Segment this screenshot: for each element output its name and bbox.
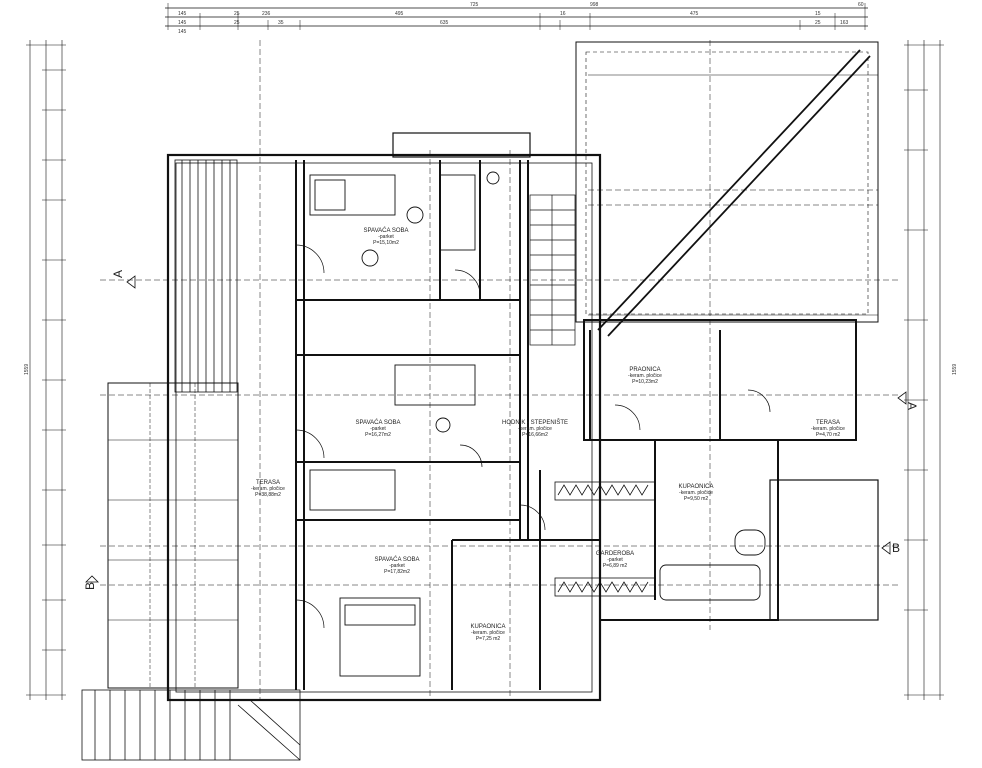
dim-label: 163 [840, 20, 849, 26]
room-label-bedroom-1: SPAVAĆA SOBA -parket P=15,10m2 [363, 227, 408, 246]
room-floor: -keram. pločice [251, 486, 285, 492]
dim-label: 475 [690, 11, 699, 17]
room-floor: -keram. pločice [628, 373, 662, 379]
room-name: GARDEROBA [596, 551, 634, 557]
room-label-bathroom-2: KUPAONICA -keram. pločice P=7,25 m2 [471, 624, 506, 642]
dim-label: 236 [262, 11, 271, 17]
left-dimension-lines [26, 40, 66, 700]
dim-label: 25 [815, 20, 821, 26]
room-name: KUPAONICA [471, 624, 506, 630]
section-b-right-label: B [892, 541, 900, 555]
room-area: P=10,23m2 [632, 379, 658, 385]
room-area: P=6,89 m2 [603, 563, 628, 569]
section-a-right-arrow-icon [897, 391, 907, 405]
room-label-terrace-right: TERASA -keram. pločice P=4,70 m2 [811, 420, 845, 438]
section-markers: A A B B [83, 270, 919, 590]
section-a-left-arrow-icon [126, 275, 136, 289]
doors [295, 244, 771, 629]
right-dimension-lines [904, 40, 944, 700]
entrance-stair [81, 689, 301, 761]
room-floor: -parket [370, 426, 386, 432]
dimension-labels: 998 145 236 725 60 145 25 495 16 475 15 … [24, 2, 958, 375]
dim-label: 15 [815, 11, 821, 17]
room-label-bedroom-2: SPAVAĆA SOBA -parket P=16,27m2 [355, 419, 400, 438]
section-b-left-label: B [83, 582, 97, 590]
room-floor: -keram. pločice [471, 630, 505, 636]
room-label-hallway-stairs: HODNIK - STEPENIŠTE -keram. pločice P=16… [502, 419, 568, 438]
room-name: TERASA [816, 420, 840, 426]
building-outline [166, 132, 879, 702]
room-area: P=16,66m2 [522, 432, 548, 438]
room-name: SPAVAĆA SOBA [374, 556, 419, 563]
section-b-right-arrow-icon [881, 541, 891, 555]
wardrobe-hatching [554, 481, 656, 597]
dim-left-total: 1559 [24, 364, 30, 375]
grid-lines [100, 40, 900, 700]
dim-label: 16 [560, 11, 566, 17]
room-floor: -keram. pločice [811, 426, 845, 432]
top-dimension-lines [165, 3, 868, 30]
dim-label: 145 [178, 11, 187, 17]
dim-label: 145 [178, 20, 187, 26]
left-terrace [107, 382, 239, 689]
room-label-wardrobe: GARDEROBA -parket P=6,89 m2 [596, 551, 634, 569]
room-area: P=7,25 m2 [476, 636, 501, 642]
left-balcony-strip [174, 159, 238, 393]
dim-label: 60 [858, 2, 864, 8]
staircase [529, 194, 576, 346]
section-a-right-label: A [905, 402, 919, 410]
room-area: P=38,88m2 [255, 492, 281, 498]
room-floor: -keram. pločice [518, 426, 552, 432]
room-label-bedroom-3: SPAVAĆA SOBA -parket P=17,82m2 [374, 556, 419, 575]
dim-label: 495 [395, 11, 404, 17]
room-area: P=17,82m2 [384, 569, 410, 575]
furniture [309, 171, 766, 677]
dim-label: 145 [178, 29, 187, 35]
room-name: HODNIK - STEPENIŠTE [502, 419, 568, 426]
dim-label: 35 [278, 20, 284, 26]
dim-label: 725 [470, 2, 479, 8]
roof-outline [575, 41, 879, 337]
room-name: KUPAONICA [679, 484, 714, 490]
room-area: P=16,27m2 [365, 432, 391, 438]
dim-label: 25 [234, 20, 240, 26]
room-floor: -parket [378, 234, 394, 240]
room-label-terrace-left: TERASA -keram. pločice P=38,88m2 [251, 480, 285, 498]
section-b-left-arrow-icon [85, 575, 99, 583]
room-area: P=9,50 m2 [684, 496, 709, 502]
room-floor: -parket [607, 557, 623, 563]
dim-label: 25 [234, 11, 240, 17]
room-name: TERASA [256, 480, 280, 486]
room-name: SPAVAĆA SOBA [363, 227, 408, 234]
dim-label: 635 [440, 20, 449, 26]
room-name: PRAONICA [629, 367, 660, 373]
room-floor: -keram. pločice [679, 490, 713, 496]
room-floor: -parket [389, 563, 405, 569]
room-area: P=15,10m2 [373, 240, 399, 246]
dim-top-total: 998 [590, 2, 599, 8]
room-area: P=4,70 m2 [816, 432, 841, 438]
section-a-left-label: A [111, 270, 125, 278]
room-name: SPAVAĆA SOBA [355, 419, 400, 426]
dim-right-total: 1559 [952, 364, 958, 375]
room-labels: SPAVAĆA SOBA -parket P=15,10m2 SPAVAĆA S… [251, 227, 845, 642]
room-label-laundry: PRAONICA -keram. pločice P=10,23m2 [628, 367, 662, 385]
room-label-bathroom-1: KUPAONICA -keram. pločice P=9,50 m2 [679, 484, 714, 502]
